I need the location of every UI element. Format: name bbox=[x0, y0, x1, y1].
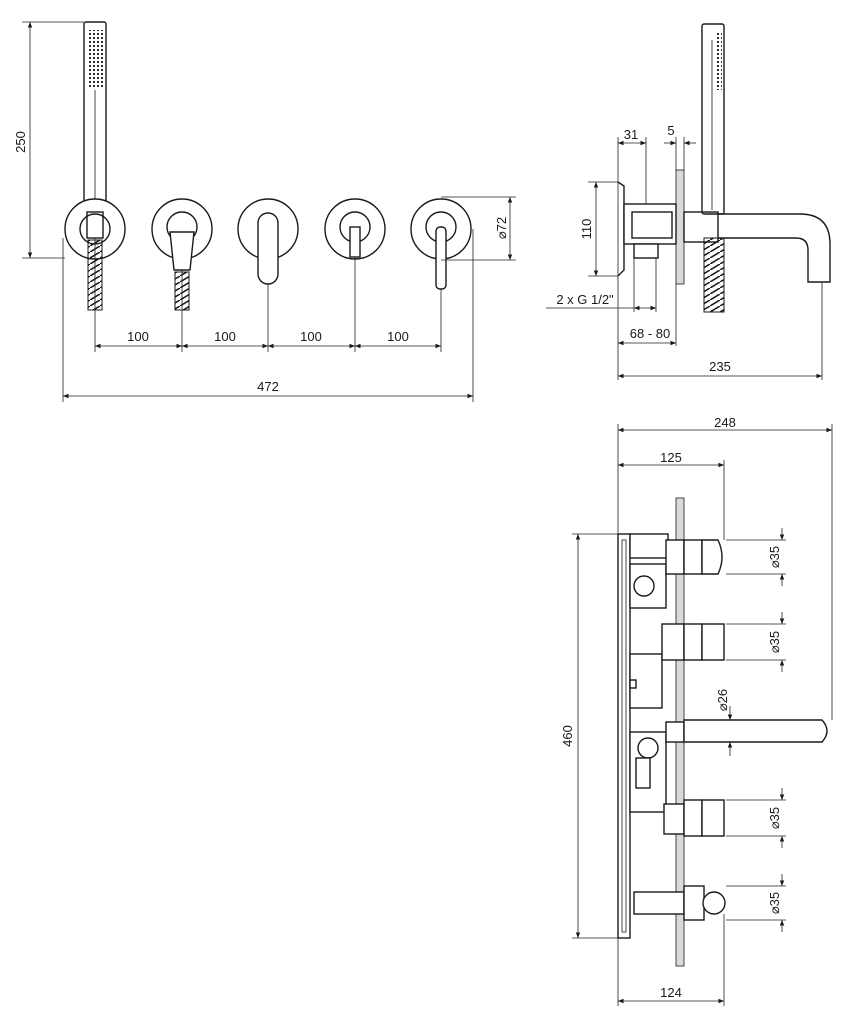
dim-bottom-depth: 124 bbox=[660, 985, 682, 1000]
svg-text:⌀26: ⌀26 bbox=[715, 689, 730, 711]
front-view: 100 100 100 100 472 250 ⌀72 bbox=[13, 21, 516, 402]
diameter-symbol: ⌀ bbox=[767, 821, 782, 829]
dim-body-height: 110 bbox=[579, 219, 594, 240]
dim-spacing-2: 100 bbox=[214, 329, 236, 344]
dim-spout-projection: 235 bbox=[709, 359, 731, 374]
dim-overall-depth: 248 bbox=[714, 415, 736, 430]
diameter-symbol: ⌀ bbox=[494, 231, 509, 239]
hose-outlet-rosette bbox=[151, 198, 213, 311]
dim-knob-4: 35 bbox=[767, 892, 782, 906]
side-view: 31 5 110 2 x G 1/2" 68 - 80 235 bbox=[546, 23, 831, 380]
dim-body-depth: 31 bbox=[624, 127, 638, 142]
dim-plate-thickness: 5 bbox=[667, 123, 674, 138]
svg-text:⌀72: ⌀72 bbox=[494, 217, 509, 239]
dim-spacing-3: 100 bbox=[300, 329, 322, 344]
dim-knob-2: 35 bbox=[767, 631, 782, 645]
svg-text:⌀35: ⌀35 bbox=[767, 546, 782, 568]
dim-middle-depth: 125 bbox=[660, 450, 682, 465]
svg-text:⌀35: ⌀35 bbox=[767, 807, 782, 829]
mixer-rosette bbox=[410, 198, 472, 290]
dim-spacing-4: 100 bbox=[387, 329, 409, 344]
wall-plate bbox=[675, 169, 685, 285]
spout-rosette bbox=[237, 198, 299, 285]
dim-connection: 2 x G 1/2" bbox=[556, 292, 614, 307]
svg-text:⌀35: ⌀35 bbox=[767, 631, 782, 653]
diameter-symbol: ⌀ bbox=[715, 703, 730, 711]
dim-installation-depth: 68 - 80 bbox=[630, 326, 670, 341]
dim-overall-width: 472 bbox=[257, 379, 279, 394]
top-view: 248 125 460 124 ⌀35 ⌀35 ⌀26 ⌀35 ⌀35 bbox=[560, 415, 833, 1006]
diverter-rosette bbox=[324, 198, 386, 260]
diameter-symbol: ⌀ bbox=[767, 906, 782, 914]
rear-panel bbox=[617, 533, 631, 939]
dim-spacing-1: 100 bbox=[127, 329, 149, 344]
dim-spout: 26 bbox=[715, 689, 730, 703]
diameter-symbol: ⌀ bbox=[767, 645, 782, 653]
dim-rosette-diameter: 72 bbox=[494, 217, 509, 231]
dim-knob-1: 35 bbox=[767, 546, 782, 560]
diameter-symbol: ⌀ bbox=[767, 560, 782, 568]
dim-knob-3: 35 bbox=[767, 807, 782, 821]
svg-text:⌀35: ⌀35 bbox=[767, 892, 782, 914]
dim-panel-height: 460 bbox=[560, 725, 575, 747]
dim-hand-shower-height: 250 bbox=[13, 131, 28, 153]
